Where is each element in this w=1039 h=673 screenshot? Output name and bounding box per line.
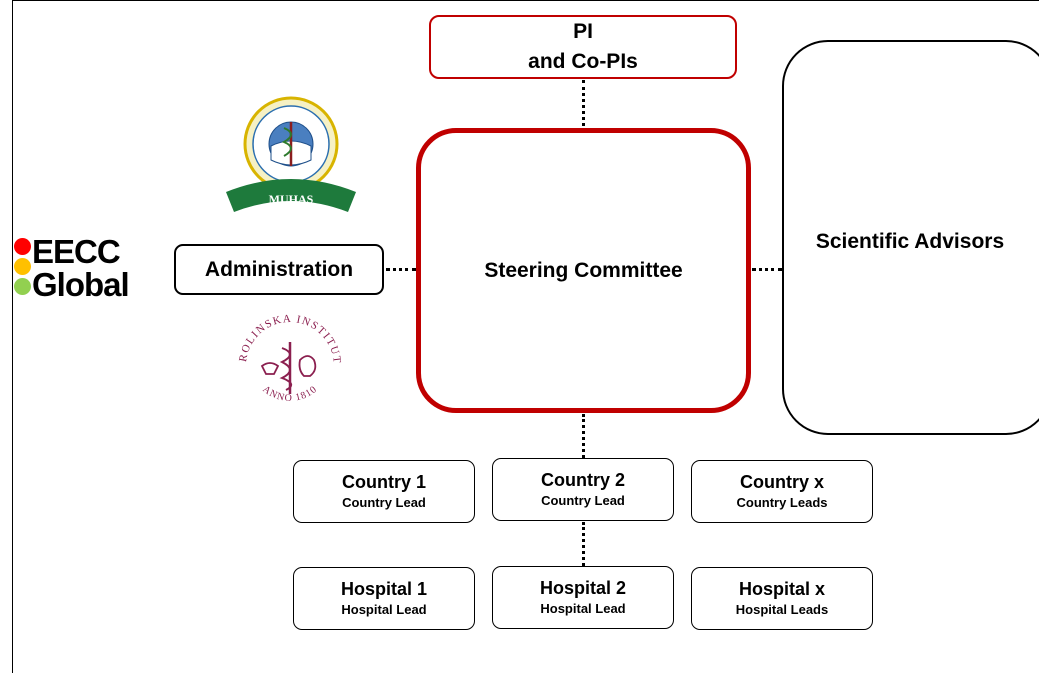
country-x-leads: Country Leads bbox=[736, 494, 828, 510]
karolinska-ring-text: KAROLINSKA INSTITUTET bbox=[232, 308, 342, 365]
eecc-logo-line1: EECC bbox=[32, 233, 121, 270]
country-2-box: Country 2 Country Lead bbox=[492, 458, 674, 521]
karolinska-logo: KAROLINSKA INSTITUTET ANNO 1810 bbox=[232, 308, 343, 404]
steering-committee-label: Steering Committee bbox=[484, 258, 683, 282]
connector-country2-hospital2 bbox=[582, 522, 585, 566]
svg-text:KAROLINSKA INSTITUTET: KAROLINSKA INSTITUTET bbox=[232, 308, 343, 365]
connector-steering-country2 bbox=[582, 414, 585, 458]
red-light-icon bbox=[14, 238, 31, 255]
hospital-x-box: Hospital x Hospital Leads bbox=[691, 567, 873, 630]
country-2-title: Country 2 bbox=[540, 469, 625, 490]
country-x-title: Country x bbox=[739, 471, 824, 492]
eecc-global-logo: EECC Global bbox=[14, 233, 164, 303]
hospital-2-box: Hospital 2 Hospital Lead bbox=[492, 566, 674, 629]
green-light-icon bbox=[14, 278, 31, 295]
steering-committee-box: Steering Committee bbox=[416, 128, 751, 413]
country-1-lead: Country Lead bbox=[342, 494, 426, 510]
muhas-banner-label: MUHAS bbox=[269, 192, 314, 206]
connector-admin-steering bbox=[386, 268, 416, 271]
amber-light-icon bbox=[14, 258, 31, 275]
pi-box: PI and Co-PIs bbox=[429, 15, 737, 79]
eecc-logo-line2: Global bbox=[32, 266, 130, 303]
hospital-2-title: Hospital 2 bbox=[539, 577, 627, 598]
connector-steering-advisors bbox=[752, 268, 782, 271]
muhas-logo: MUHAS bbox=[226, 96, 356, 212]
scientific-advisors-label: Scientific Advisors bbox=[815, 230, 1005, 253]
hospital-1-title: Hospital 1 bbox=[340, 578, 428, 599]
connector-pi-steering bbox=[582, 80, 585, 126]
diagram-frame bbox=[12, 0, 1039, 673]
country-2-lead: Country Lead bbox=[541, 492, 625, 508]
hospital-1-box: Hospital 1 Hospital Lead bbox=[293, 567, 475, 630]
hospital-2-lead: Hospital Lead bbox=[540, 600, 626, 616]
country-1-box: Country 1 Country Lead bbox=[293, 460, 475, 523]
pi-label: PI bbox=[573, 20, 593, 43]
co-pi-label: and Co-PIs bbox=[528, 50, 638, 73]
scientific-advisors-box: Scientific Advisors bbox=[782, 40, 1039, 435]
hospital-x-title: Hospital x bbox=[738, 578, 826, 599]
hospital-1-lead: Hospital Lead bbox=[341, 601, 427, 617]
administration-box: Administration bbox=[174, 244, 384, 295]
country-x-box: Country x Country Leads bbox=[691, 460, 873, 523]
administration-label: Administration bbox=[204, 257, 354, 281]
country-1-title: Country 1 bbox=[341, 471, 426, 492]
hospital-x-leads: Hospital Leads bbox=[735, 601, 829, 617]
